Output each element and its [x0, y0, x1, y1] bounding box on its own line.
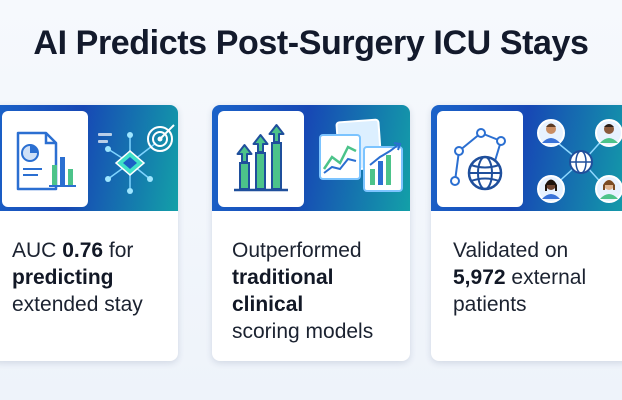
card-banner	[0, 105, 178, 211]
stat-card-auc: AUC 0.76 for predicting extended stay	[0, 105, 178, 361]
card-text: Validated on 5,972 external patients	[453, 237, 621, 318]
text-emphasis: clinical	[232, 293, 304, 316]
card-banner	[212, 105, 410, 211]
ai-chip-network-icon	[98, 124, 175, 194]
document-chart-icon	[16, 131, 76, 191]
card-banner	[431, 105, 622, 211]
text-emphasis: predicting	[12, 266, 114, 289]
text-line: patients	[453, 293, 527, 316]
comparison-charts-icon	[319, 118, 403, 192]
patient-count: 5,972	[453, 266, 506, 289]
text-segment: external	[505, 266, 587, 289]
text-segment: for	[103, 239, 134, 262]
globe-network-icon	[450, 128, 506, 191]
auc-value: 0.76	[62, 239, 104, 262]
icon-tile	[437, 111, 523, 207]
text-line: extended stay	[12, 293, 143, 316]
stat-card-validated: Validated on 5,972 external patients	[431, 105, 622, 361]
icon-tile	[2, 111, 88, 207]
text-segment: AUC	[12, 239, 63, 262]
icon-tile	[218, 111, 304, 207]
text-line: Validated on	[453, 239, 569, 262]
card-text: Outperformed traditional clinical scorin…	[232, 237, 400, 345]
bar-growth-arrows-icon	[234, 124, 288, 192]
card-text: AUC 0.76 for predicting extended stay	[12, 237, 168, 318]
text-emphasis: traditional	[232, 266, 334, 289]
stat-card-outperformed: Outperformed traditional clinical scorin…	[212, 105, 410, 361]
text-line: Outperformed	[232, 239, 362, 262]
text-line: scoring models	[232, 320, 374, 343]
patient-avatars-icon	[537, 119, 622, 203]
page-title: AI Predicts Post-Surgery ICU Stays	[33, 24, 589, 62]
